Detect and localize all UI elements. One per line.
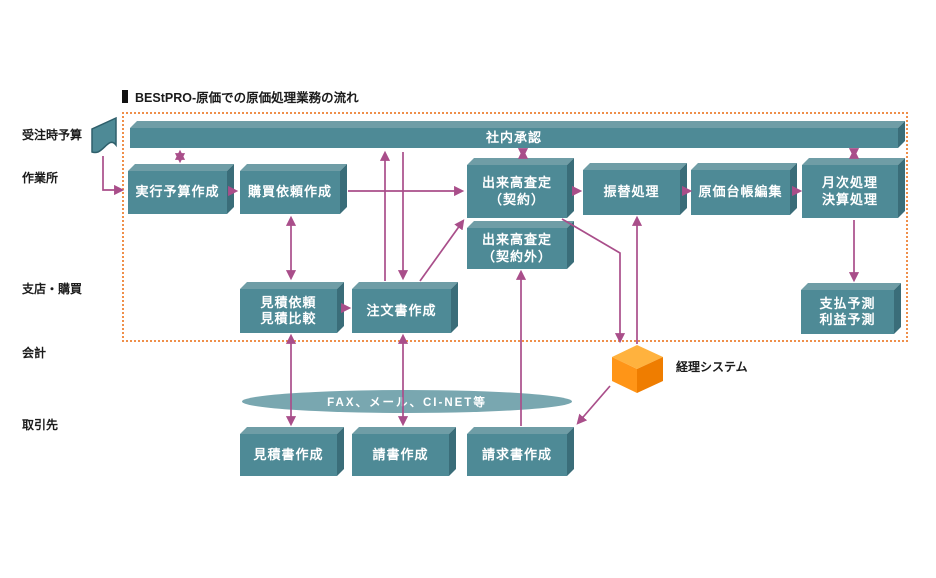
- node-progress-assessment-noncontract-label: 出来高査定 （契約外）: [467, 228, 567, 269]
- node-monthly-closing-label: 月次処理 決算処理: [802, 165, 898, 218]
- node-execution-budget-label: 実行予算作成: [128, 171, 227, 214]
- lane-label-order-budget: 受注時予算: [22, 128, 83, 142]
- node-acceptance-creation-label: 請書作成: [352, 434, 449, 476]
- channel-ellipse: FAX、メール、CI-NET等: [242, 390, 572, 413]
- node-internal-approval-label: 社内承認: [130, 128, 898, 148]
- node-order-creation-label: 注文書作成: [352, 289, 451, 333]
- lane-label-worksite: 作業所: [22, 171, 59, 185]
- node-quote-request-compare: 見積依頼 見積比較: [240, 282, 344, 333]
- node-cost-ledger-edit: 原価台帳編集: [691, 163, 797, 215]
- node-payment-profit-forecast: 支払予測 利益予測: [801, 283, 901, 334]
- node-transfer-processing-label: 振替処理: [583, 170, 680, 215]
- node-progress-assessment-noncontract: 出来高査定 （契約外）: [467, 221, 574, 269]
- node-quotation-creation: 見積書作成: [240, 427, 344, 476]
- lane-label-branch-purchasing: 支店・購買: [22, 282, 83, 296]
- lane-label-business-partner: 取引先: [22, 418, 59, 432]
- accounting-system-cube-icon: [612, 345, 663, 393]
- node-execution-budget: 実行予算作成: [128, 164, 234, 214]
- title-bar-icon: [122, 90, 128, 103]
- node-purchase-request: 購買依頼作成: [240, 164, 347, 214]
- page-title-text: BEStPRO-原価での原価処理業務の流れ: [135, 91, 359, 105]
- node-internal-approval: 社内承認: [130, 121, 905, 148]
- node-monthly-closing: 月次処理 決算処理: [802, 158, 905, 218]
- order-budget-document-icon: [91, 116, 117, 154]
- node-quotation-creation-label: 見積書作成: [240, 434, 337, 476]
- node-progress-assessment-contract-label: 出来高査定 （契約）: [467, 165, 567, 218]
- node-invoice-creation-label: 請求書作成: [467, 434, 567, 476]
- arrow-orderbudget-to-executionbudget: [102, 156, 125, 196]
- arrow-accountingsystem-to-invoice: [576, 385, 611, 425]
- node-transfer-processing: 振替処理: [583, 163, 687, 215]
- node-progress-assessment-contract: 出来高査定 （契約）: [467, 158, 574, 218]
- channel-label: FAX、メール、CI-NET等: [327, 396, 487, 409]
- page-title: BEStPRO-原価での原価処理業務の流れ: [122, 87, 359, 106]
- node-purchase-request-label: 購買依頼作成: [240, 171, 340, 214]
- accounting-system-label: 経理システム: [676, 360, 748, 374]
- node-quote-request-compare-label: 見積依頼 見積比較: [240, 289, 337, 333]
- node-invoice-creation: 請求書作成: [467, 427, 574, 476]
- node-order-creation: 注文書作成: [352, 282, 458, 333]
- node-cost-ledger-edit-label: 原価台帳編集: [691, 170, 790, 215]
- node-acceptance-creation: 請書作成: [352, 427, 456, 476]
- node-payment-profit-forecast-label: 支払予測 利益予測: [801, 290, 894, 334]
- lane-label-accounting: 会計: [22, 346, 47, 360]
- process-frame: [122, 112, 908, 342]
